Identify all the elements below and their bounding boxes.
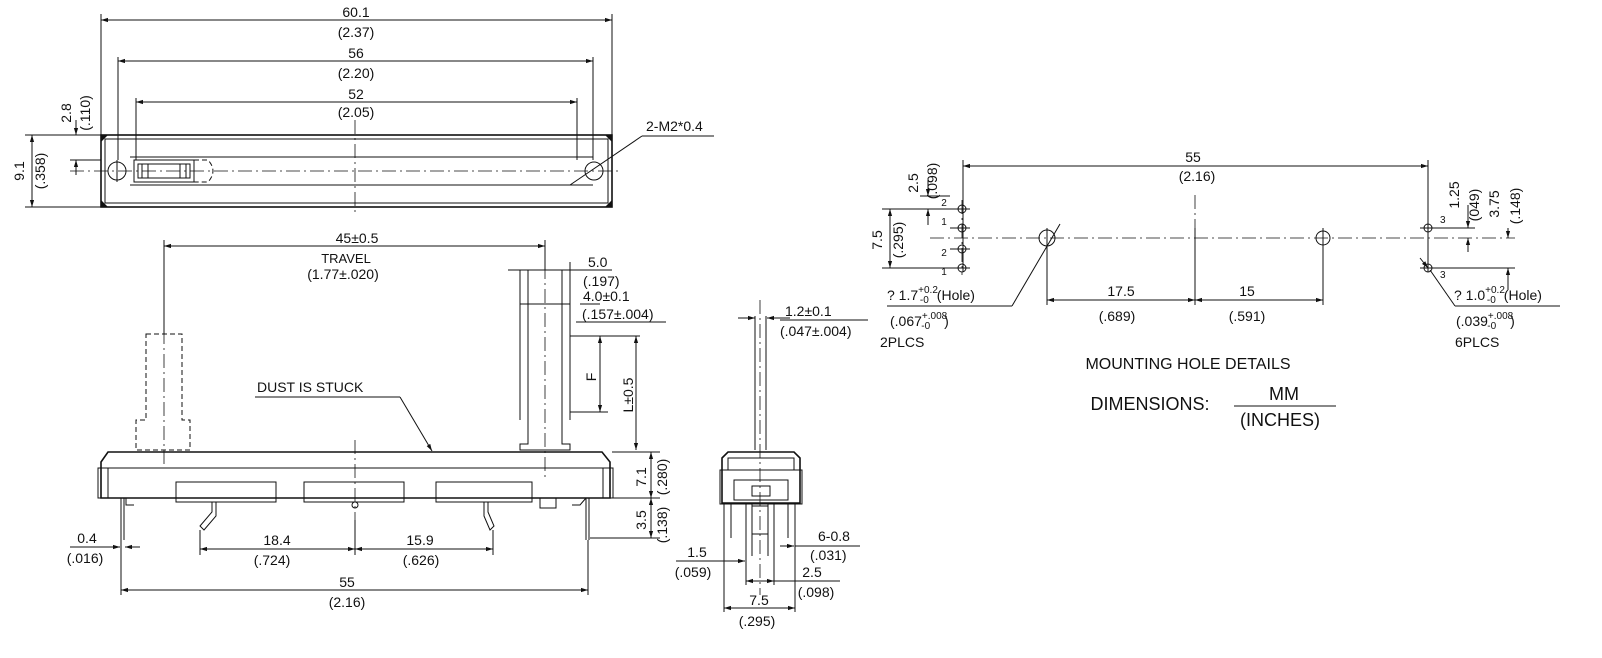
- hole-right-in: (.039+.008-0): [1456, 311, 1515, 332]
- front-pitch2-in: (.626): [403, 552, 440, 568]
- top-height-mm: 9.1: [11, 161, 27, 181]
- pin-num-2: 1: [941, 217, 947, 228]
- top-edge-in: (.110): [77, 95, 93, 131]
- hole-left-in: (.067+.008-0): [890, 311, 949, 332]
- hole-right-count: 6PLCS: [1455, 334, 1499, 350]
- front-travel-word: TRAVEL: [321, 251, 371, 266]
- front-knob-w-mm: 5.0: [588, 254, 608, 270]
- mount-r-b-in: (.148): [1507, 188, 1523, 225]
- pin-num-4: 1: [941, 267, 947, 278]
- pin-num-5: 3: [1440, 215, 1446, 226]
- front-pitch2-mm: 15.9: [406, 532, 433, 548]
- mount-row-in: (.295): [890, 222, 906, 259]
- front-f-label: F: [583, 373, 599, 382]
- side-shaft-in: (.047±.004): [780, 323, 852, 339]
- front-body-h-mm: 7.1: [633, 467, 649, 487]
- front-travel-in: (1.77±.020): [307, 266, 379, 282]
- pin-num-1: 2: [941, 198, 947, 209]
- top-overall-mm: 60.1: [342, 4, 369, 20]
- mount-d1-in: (.689): [1099, 308, 1136, 324]
- side-pin-w-mm: 6-0.8: [818, 528, 850, 544]
- pin-num-3: 2: [941, 248, 947, 259]
- side-c-in: (.295): [739, 613, 776, 629]
- side-shaft-mm: 1.2±0.1: [785, 303, 832, 319]
- mount-span-mm: 55: [1185, 149, 1201, 165]
- front-pin-t-in: (.016): [67, 550, 104, 566]
- side-pin-w-in: (.031): [810, 547, 847, 563]
- front-pin-t-mm: 0.4: [77, 530, 97, 546]
- side-c-mm: 7.5: [749, 592, 769, 608]
- top-edge-mm: 2.8: [58, 103, 74, 123]
- front-l-label: L±0.5: [620, 377, 636, 412]
- front-span-in: (2.16): [329, 594, 366, 610]
- mount-r-b-mm: 3.75: [1486, 190, 1502, 217]
- dimensions-in: (INCHES): [1240, 410, 1320, 430]
- front-body-h-in: (.280): [654, 459, 670, 496]
- mount-top-off-in: (.098): [924, 163, 940, 200]
- mount-top-off-mm: 2.5: [905, 173, 921, 193]
- top-overall-in: (2.37): [338, 24, 375, 40]
- side-b-in: (.098): [798, 584, 835, 600]
- front-pin-h-in: (.138): [654, 507, 670, 544]
- hole-left-count: 2PLCS: [880, 334, 924, 350]
- side-a-mm: 1.5: [687, 544, 707, 560]
- mount-d2-mm: 15: [1239, 283, 1255, 299]
- mount-r-a-mm: 1.25: [1446, 181, 1462, 208]
- mount-d1-mm: 17.5: [1107, 283, 1134, 299]
- mounting-title: MOUNTING HOLE DETAILS: [1085, 356, 1290, 373]
- side-a-in: (.059): [675, 564, 712, 580]
- front-shaft-w-in: (.157±.004): [582, 306, 654, 322]
- top-hole-pitch-mm: 56: [348, 45, 364, 61]
- side-view: 1.2±0.1 (.047±.004) 6-0.8 (.031) 1.5 (.0…: [675, 300, 868, 629]
- top-inner-mm: 52: [348, 86, 364, 102]
- dimensions-mm: MM: [1269, 384, 1299, 404]
- mount-span-in: (2.16): [1179, 168, 1216, 184]
- top-thread-label: 2-M2*0.4: [646, 118, 703, 134]
- top-height-in: (.358): [32, 153, 48, 190]
- mount-d2-in: (.591): [1229, 308, 1266, 324]
- pin-num-6: 3: [1440, 270, 1446, 281]
- mount-row-mm: 7.5: [869, 230, 885, 250]
- front-dust-label: DUST IS STUCK: [257, 379, 364, 395]
- front-view: 45±0.5 TRAVEL (1.77±.020) 5.0 (.197) 4.0…: [67, 230, 670, 610]
- front-pitch1-mm: 18.4: [263, 532, 290, 548]
- mounting-hole-details: 55 (2.16) 2 1 2 1 2.5 (.098) 7.5 (.295): [869, 149, 1560, 430]
- side-b-mm: 2.5: [802, 564, 822, 580]
- front-pin-h-mm: 3.5: [633, 510, 649, 530]
- hole-right-label: ? 1.0+0.2-0(Hole): [1454, 285, 1542, 306]
- hole-left-label: ? 1.7+0.2-0(Hole): [887, 285, 975, 306]
- front-span-mm: 55: [339, 574, 355, 590]
- front-shaft-w-mm: 4.0±0.1: [583, 288, 630, 304]
- top-inner-in: (2.05): [338, 104, 375, 120]
- top-view: 60.1 (2.37) 56 (2.20) 52 (2.05) 2-M: [11, 4, 714, 215]
- mount-r-a-in: (049): [1466, 189, 1482, 222]
- front-pitch1-in: (.724): [254, 552, 291, 568]
- front-knob-w-in: (.197): [583, 273, 620, 289]
- top-hole-pitch-in: (2.20): [338, 65, 375, 81]
- front-travel-mm: 45±0.5: [336, 230, 379, 246]
- dimensions-label: DIMENSIONS:: [1090, 394, 1209, 414]
